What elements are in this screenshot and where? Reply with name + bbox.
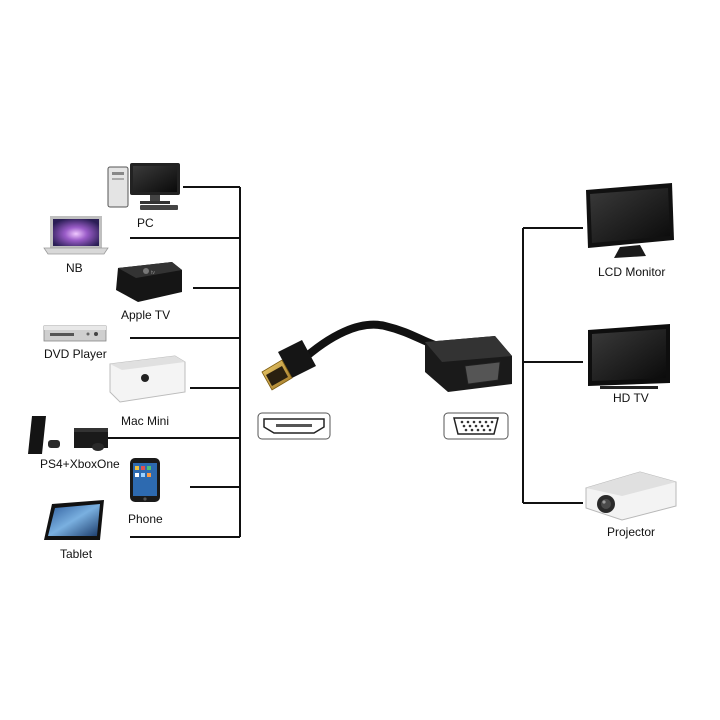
nb-label: NB	[66, 261, 83, 275]
mac-mini-label: Mac Mini	[121, 414, 170, 428]
right-bus-lines	[522, 227, 583, 504]
hdmi-to-vga-adapter	[261, 320, 512, 392]
apple-tv-icon: tv	[116, 262, 182, 302]
phone-label: Phone	[128, 512, 163, 526]
vga-port-icon	[443, 412, 509, 440]
mac-mini-icon	[109, 355, 186, 403]
apple-tv-label: Apple TV	[121, 308, 171, 322]
laptop-icon	[43, 216, 109, 255]
dvd-player-icon	[43, 325, 107, 342]
phone-icon	[130, 458, 160, 502]
hd-tv-label: HD TV	[613, 391, 649, 405]
svg-text:tv: tv	[151, 270, 155, 276]
tablet-label: Tablet	[60, 547, 93, 561]
vga-adapter-box-icon	[425, 336, 512, 392]
lcd-monitor-label: LCD Monitor	[598, 265, 666, 279]
pc-icon	[107, 163, 180, 210]
projector-label: Projector	[607, 525, 656, 539]
projector-icon	[585, 471, 677, 521]
left-bus-lines	[108, 186, 241, 538]
lcd-monitor-icon	[586, 183, 674, 258]
hdmi-port-icon	[257, 412, 331, 440]
hd-tv-icon	[588, 324, 670, 389]
pc-label: PC	[137, 216, 154, 230]
game-consoles-icon	[28, 416, 108, 454]
hdmi-plug-icon	[261, 340, 316, 391]
consoles-label: PS4+XboxOne	[40, 457, 120, 471]
dvd-player-label: DVD Player	[44, 347, 107, 361]
tablet-icon	[44, 500, 104, 540]
